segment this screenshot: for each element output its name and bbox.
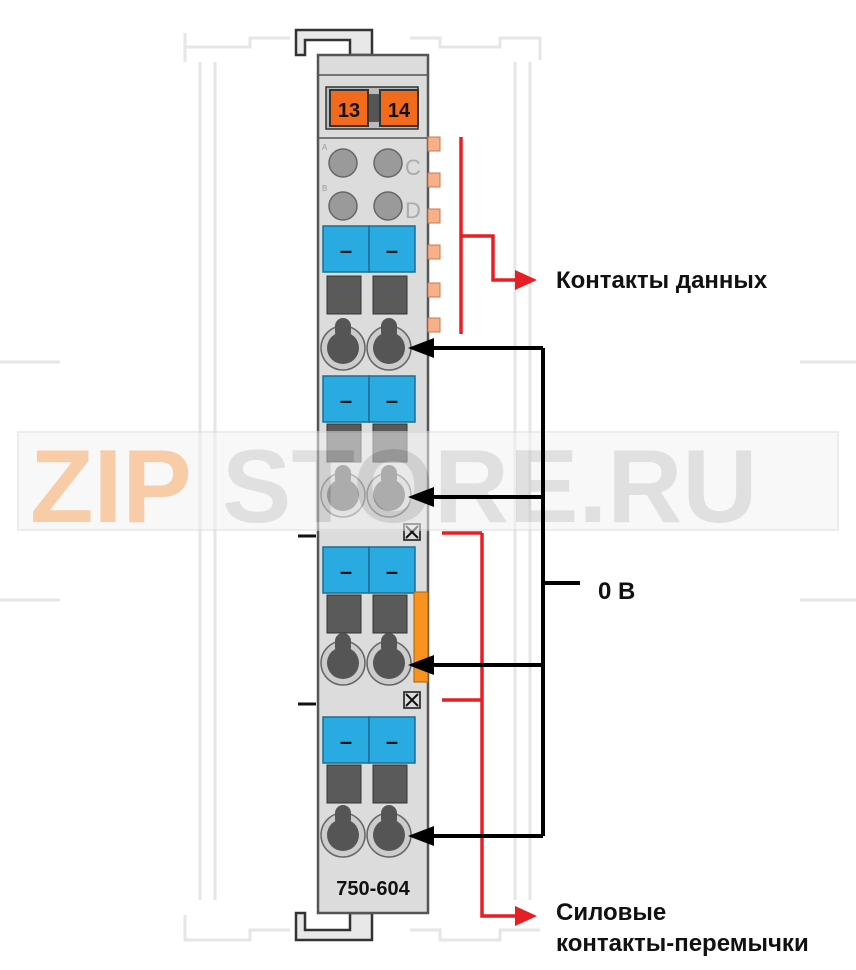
- power-jumper-label-line1: Силовые: [556, 899, 667, 926]
- part-number: 750-604: [336, 878, 410, 900]
- data-contacts-label: Контакты данных: [556, 267, 768, 294]
- terminal-key-1b: –: [386, 238, 398, 263]
- power-jumper-label-line2: контакты-перемычки: [556, 930, 809, 957]
- led-mark-b: B: [322, 184, 327, 193]
- led-13: [329, 89, 369, 127]
- terminal-key-1a: –: [340, 238, 352, 263]
- terminal-key-3a: –: [340, 559, 352, 584]
- led-letter-c: C: [405, 155, 421, 180]
- data-contacts-bracket: [459, 137, 537, 334]
- led-mark-a: A: [322, 143, 328, 152]
- data-contact-tabs: [427, 136, 441, 333]
- bottom-din-clip: [294, 911, 374, 942]
- watermark: ZIP STORE.RU: [17, 429, 839, 545]
- led-b: [328, 191, 358, 221]
- led-14-label: 14: [388, 100, 411, 122]
- status-leds: [328, 148, 403, 221]
- zero-volt-label: 0 B: [598, 578, 636, 605]
- power-jumper-bracket: [442, 531, 537, 926]
- terminal-key-4b: –: [386, 729, 398, 754]
- terminal-key-2b: –: [386, 388, 398, 413]
- led-14: [379, 89, 419, 127]
- led-block: 13 14: [325, 86, 419, 130]
- top-din-clip: [294, 28, 374, 57]
- led-d: [373, 191, 403, 221]
- led-a: [328, 148, 358, 178]
- led-letter-d: D: [405, 198, 421, 223]
- led-13-label: 13: [338, 100, 360, 122]
- terminal-key-4a: –: [340, 729, 352, 754]
- watermark-zip: ZIP: [30, 429, 192, 545]
- terminal-key-2a: –: [340, 388, 352, 413]
- terminal-key-3b: –: [386, 559, 398, 584]
- watermark-store: STORE.RU: [222, 429, 758, 545]
- terminal-group: – – – – – –: [320, 225, 416, 858]
- zero-volt-wiring: [408, 338, 580, 846]
- led-c: [373, 148, 403, 178]
